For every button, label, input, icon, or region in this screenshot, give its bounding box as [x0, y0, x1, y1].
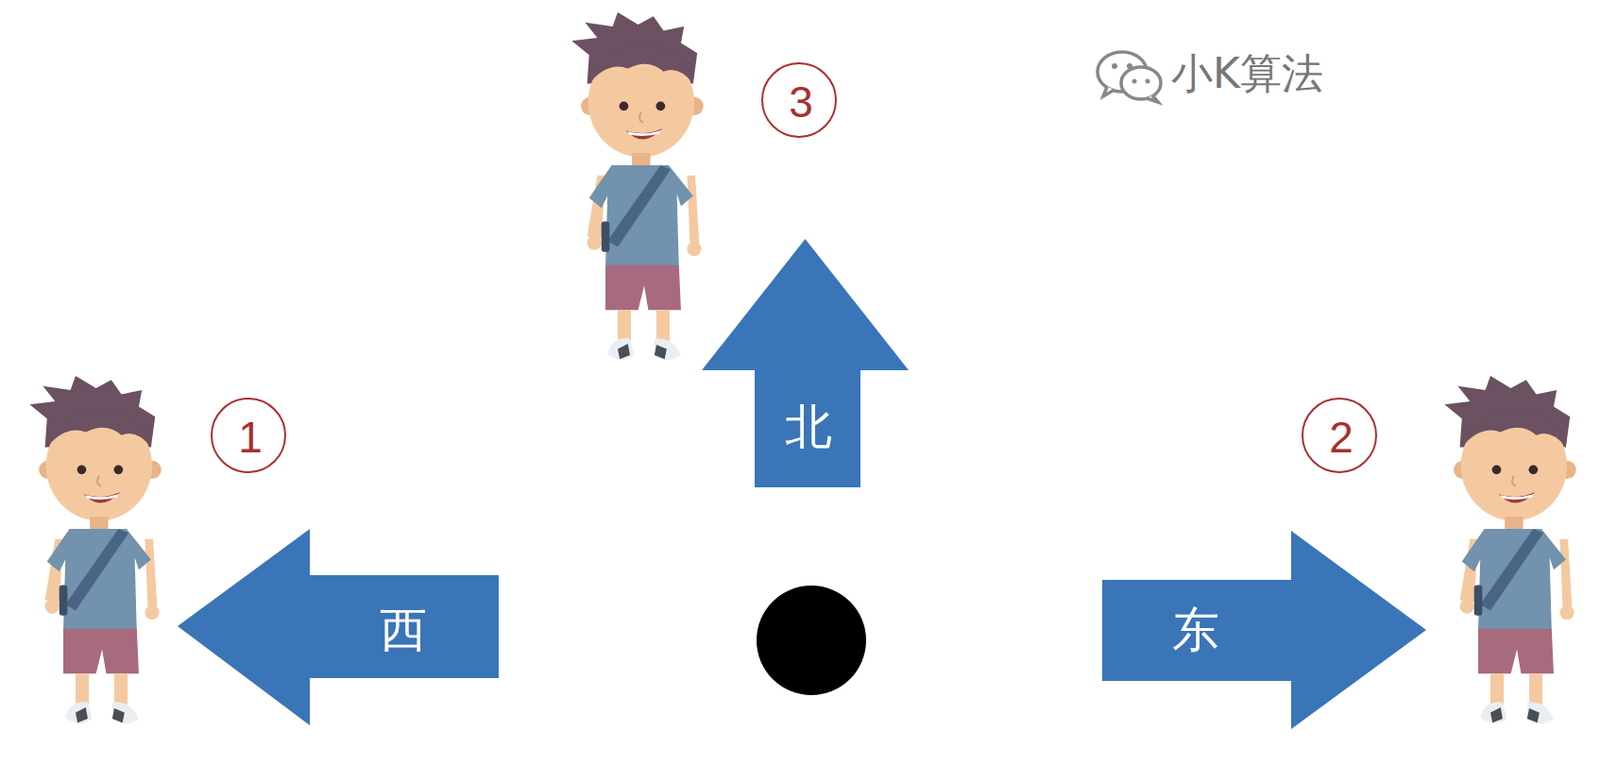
callout-circle: 1	[210, 397, 287, 474]
arrow-fill	[1102, 530, 1427, 730]
west-arrow: 西	[177, 528, 499, 726]
watermark: 小K算法	[1171, 52, 1324, 95]
east-arrow: 东	[1102, 530, 1427, 730]
callout-number: 1	[238, 415, 263, 460]
black-dot	[756, 585, 867, 696]
callout-number: 3	[788, 80, 814, 124]
north-arrow: 北	[701, 238, 909, 488]
boy-figure	[1444, 375, 1576, 724]
arrow-fill	[701, 238, 909, 488]
arrow-shape	[177, 528, 499, 726]
callout-circle: 3	[761, 62, 837, 138]
arrow-shape	[1102, 530, 1427, 730]
boy-figure	[571, 12, 703, 360]
direction-label: 北	[784, 403, 833, 451]
direction-label: 西	[379, 606, 427, 654]
wechat-icon	[1097, 51, 1161, 103]
arrow-fill	[177, 528, 499, 726]
direction-label: 东	[1172, 606, 1220, 654]
callout-number: 2	[1328, 415, 1354, 460]
callout-circle: 2	[1301, 397, 1378, 474]
boy-figure	[29, 375, 161, 724]
